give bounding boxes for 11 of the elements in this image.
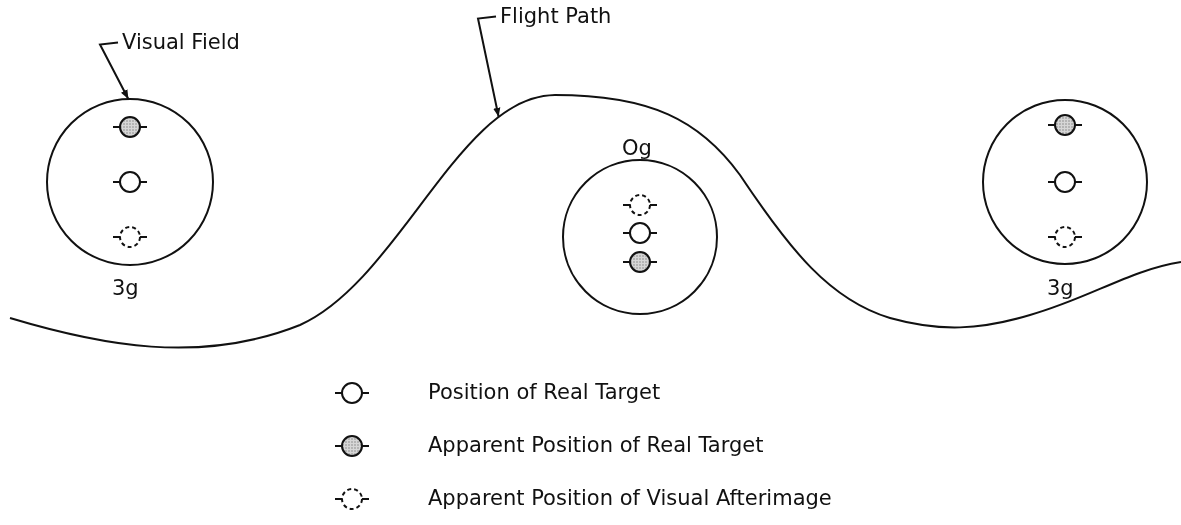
g-force-label: 3g <box>1047 276 1074 302</box>
callout-label: Visual Field <box>122 30 240 56</box>
g-force-label: Og <box>622 136 652 162</box>
callout-label: Flight Path <box>500 4 612 30</box>
leader-line <box>98 41 130 100</box>
leader-line <box>476 15 501 118</box>
legend-text: Apparent Position of Visual Afterimage <box>428 486 832 512</box>
legend-text: Apparent Position of Real Target <box>428 433 764 459</box>
flight-path-curve <box>9 94 1181 349</box>
g-force-label: 3g <box>112 276 139 302</box>
legend-text: Position of Real Target <box>428 380 661 406</box>
